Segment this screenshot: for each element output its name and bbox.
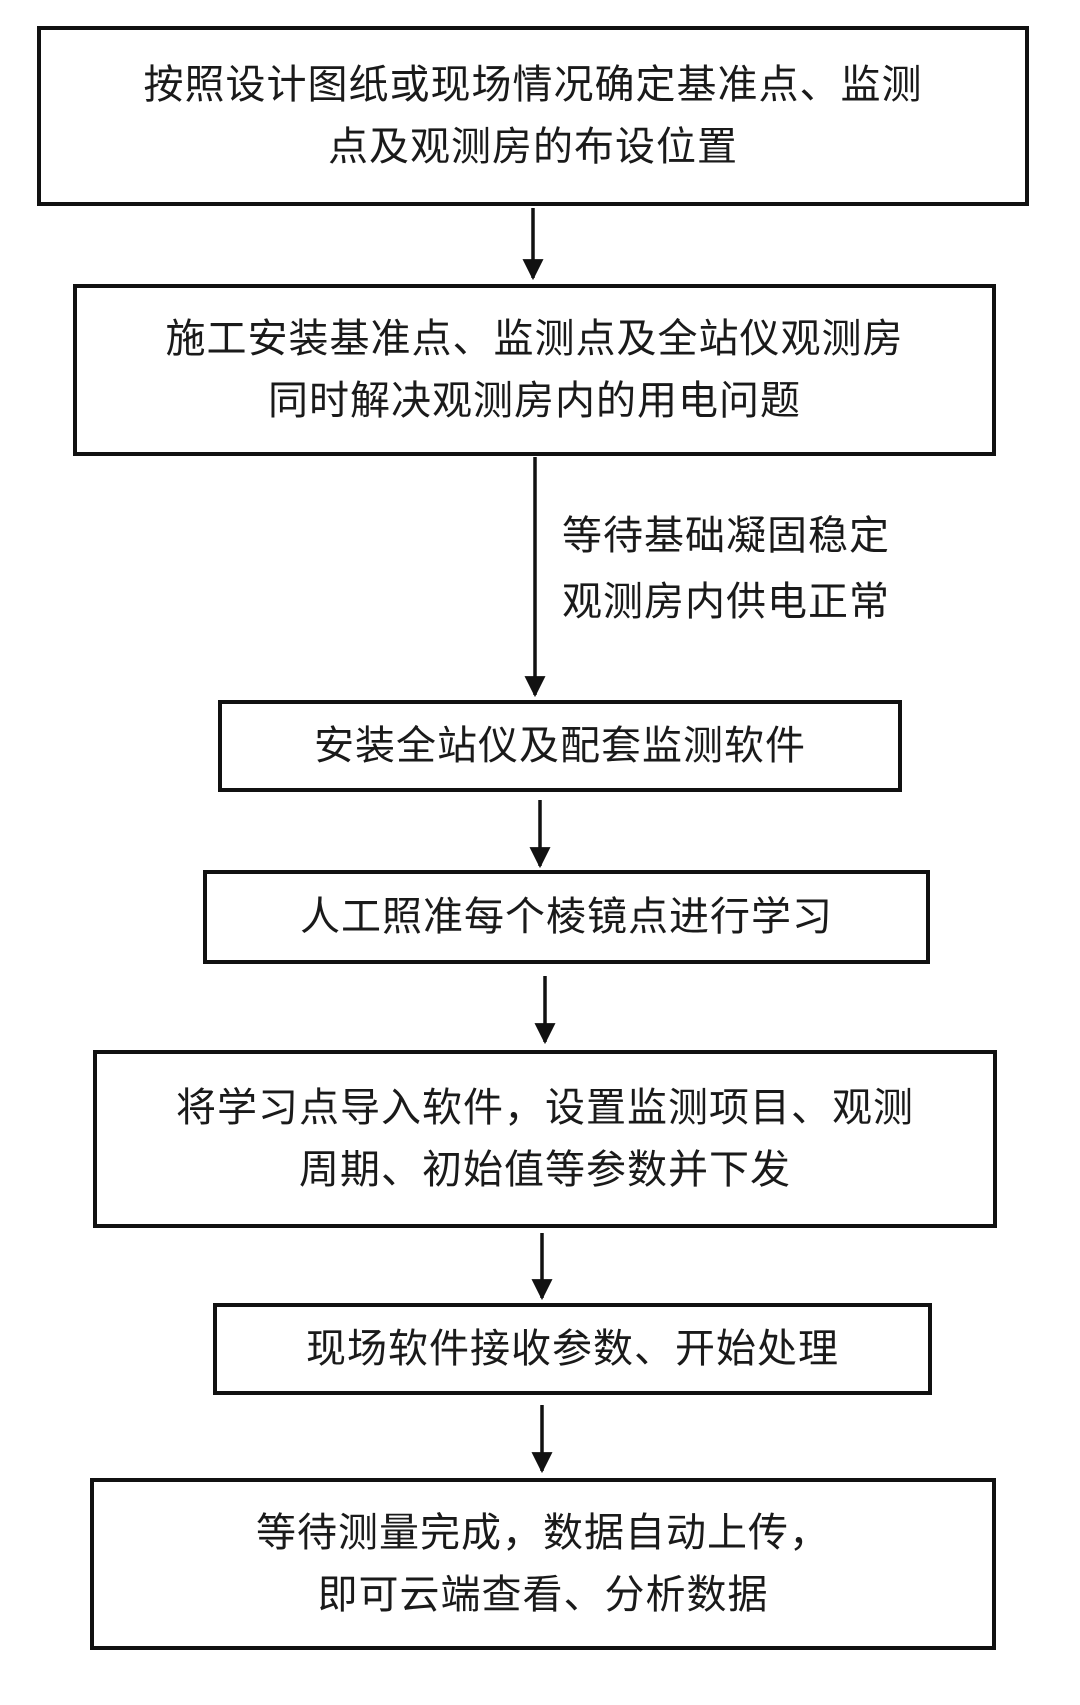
flow-step-4: 人工照准每个棱镜点进行学习 <box>203 870 930 964</box>
note-text: 观测房内供电正常 <box>562 579 890 625</box>
flow-step-6: 现场软件接收参数、开始处理 <box>213 1303 932 1395</box>
note-text: 等待基础凝固稳定 <box>562 513 890 559</box>
flow-step-3: 安装全站仪及配套监测软件 <box>218 700 902 792</box>
flow-step-2: 施工安装基准点、监测点及全站仪观测房 同时解决观测房内的用电问题 <box>73 284 996 456</box>
step-text: 现场软件接收参数、开始处理 <box>306 1326 839 1372</box>
step-text: 点及观测房的布设位置 <box>328 124 738 170</box>
step-text: 周期、初始值等参数并下发 <box>299 1147 791 1193</box>
flow-step-1: 按照设计图纸或现场情况确定基准点、监测 点及观测房的布设位置 <box>37 26 1029 206</box>
step-text: 同时解决观测房内的用电问题 <box>268 378 801 424</box>
step-text: 将学习点导入软件，设置监测项目、观测 <box>176 1085 914 1131</box>
step-text: 即可云端查看、分析数据 <box>317 1572 769 1618</box>
arrow-note: 等待基础凝固稳定 观测房内供电正常 <box>562 503 890 635</box>
step-text: 安装全站仪及配套监测软件 <box>314 723 806 769</box>
step-text: 等待测量完成，数据自动上传， <box>256 1510 830 1556</box>
flow-step-5: 将学习点导入软件，设置监测项目、观测 周期、初始值等参数并下发 <box>93 1050 997 1228</box>
step-text: 施工安装基准点、监测点及全站仪观测房 <box>165 316 904 362</box>
flow-step-7: 等待测量完成，数据自动上传， 即可云端查看、分析数据 <box>90 1478 996 1650</box>
step-text: 按照设计图纸或现场情况确定基准点、监测 <box>143 62 923 108</box>
step-text: 人工照准每个棱镜点进行学习 <box>300 894 833 940</box>
